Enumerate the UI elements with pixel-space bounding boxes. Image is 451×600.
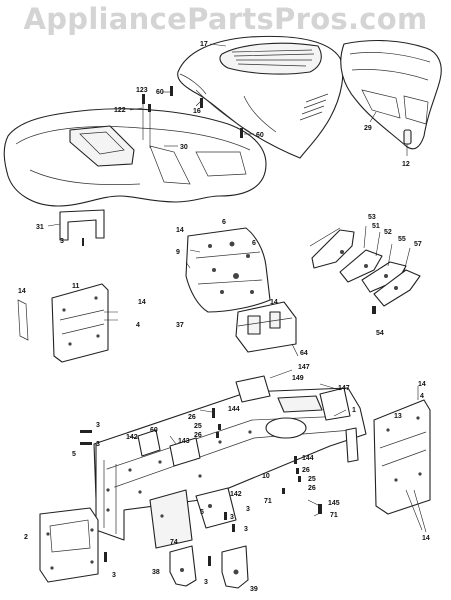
callout-26: 26: [302, 467, 310, 474]
callout-14: 14: [418, 381, 426, 388]
callout-14: 14: [422, 535, 430, 542]
callout-14: 14: [270, 299, 278, 306]
callout-145: 145: [328, 500, 340, 507]
hood-latch[interactable]: [403, 129, 412, 156]
callout-11: 11: [72, 283, 80, 290]
callout-122: 122: [114, 107, 126, 114]
callout-38: 38: [152, 569, 160, 576]
dash-bracket[interactable]: [235, 301, 297, 353]
steering-brackets[interactable]: [311, 229, 421, 314]
callout-55: 55: [398, 236, 406, 243]
callout-6: 6: [252, 240, 256, 247]
front-plate[interactable]: [39, 507, 107, 583]
callout-16: 16: [193, 108, 201, 115]
callout-64: 64: [300, 350, 308, 357]
callout-147: 147: [338, 385, 350, 392]
callout-53: 53: [368, 214, 376, 221]
callout-25: 25: [308, 476, 316, 483]
fender-bracket[interactable]: [59, 209, 105, 246]
hood-fasteners: [142, 86, 243, 148]
callout-1: 1: [352, 407, 356, 414]
callout-4: 4: [420, 393, 424, 400]
callout-71: 71: [330, 512, 338, 519]
callout-5: 5: [200, 509, 204, 516]
callout-142: 142: [230, 491, 242, 498]
callout-123: 123: [136, 87, 148, 94]
callout-3: 3: [204, 579, 208, 586]
callout-52: 52: [384, 229, 392, 236]
callout-10: 10: [262, 473, 270, 480]
callout-26: 26: [194, 432, 202, 439]
callout-13: 13: [394, 413, 402, 420]
callout-29: 29: [364, 125, 372, 132]
callout-5: 5: [72, 451, 76, 458]
callout-3: 3: [96, 422, 100, 429]
callout-25: 25: [194, 423, 202, 430]
watermark-text: AppliancePartsPros.com: [23, 2, 428, 36]
callout-54: 54: [376, 330, 384, 337]
callout-12: 12: [402, 161, 410, 168]
callout-31: 31: [36, 224, 44, 231]
callout-3: 3: [230, 514, 234, 521]
callout-147: 147: [298, 364, 310, 371]
leader-lines: [39, 43, 411, 538]
callout-3: 3: [96, 441, 100, 448]
callout-39: 39: [250, 586, 258, 593]
callout-71: 71: [264, 498, 272, 505]
frame-brackets[interactable]: [137, 429, 237, 549]
dash-panel[interactable]: [340, 39, 442, 150]
callout-57: 57: [414, 241, 422, 248]
callout-6: 6: [222, 219, 226, 226]
callout-14: 14: [138, 299, 146, 306]
callout-4: 4: [136, 322, 140, 329]
callout-3: 3: [60, 238, 64, 245]
callout-2: 2: [24, 534, 28, 541]
callout-51: 51: [372, 223, 380, 230]
hood-assembly[interactable]: [177, 35, 344, 159]
callout-143: 143: [178, 438, 190, 445]
callout-labels: 17 60 16 123 122 29 30 60 12 31 3 6 14 6…: [18, 41, 430, 593]
callout-60: 60: [156, 89, 164, 96]
callout-14: 14: [18, 288, 26, 295]
callout-3: 3: [244, 526, 248, 533]
callout-9: 9: [176, 249, 180, 256]
callout-30: 30: [180, 144, 188, 151]
lower-brackets[interactable]: [169, 545, 249, 589]
callout-14: 14: [176, 227, 184, 234]
fender-body[interactable]: [3, 108, 267, 207]
callout-26: 26: [308, 485, 316, 492]
callout-37: 37: [176, 322, 184, 329]
steering-support-plate[interactable]: [185, 227, 271, 313]
callout-26: 26: [188, 414, 196, 421]
callout-60: 60: [256, 132, 264, 139]
main-frame[interactable]: [93, 375, 367, 541]
callout-17: 17: [200, 41, 208, 48]
frame-hardware: [80, 408, 322, 532]
callout-144: 144: [228, 406, 240, 413]
callout-144: 144: [302, 455, 314, 462]
left-side-panel[interactable]: [17, 283, 118, 363]
callout-60: 60: [150, 427, 158, 434]
right-side-panel[interactable]: [373, 386, 431, 533]
callout-142: 142: [126, 434, 138, 441]
callout-74: 74: [170, 539, 178, 546]
callout-3: 3: [112, 572, 116, 579]
callout-149: 149: [292, 375, 304, 382]
callout-3: 3: [246, 506, 250, 513]
